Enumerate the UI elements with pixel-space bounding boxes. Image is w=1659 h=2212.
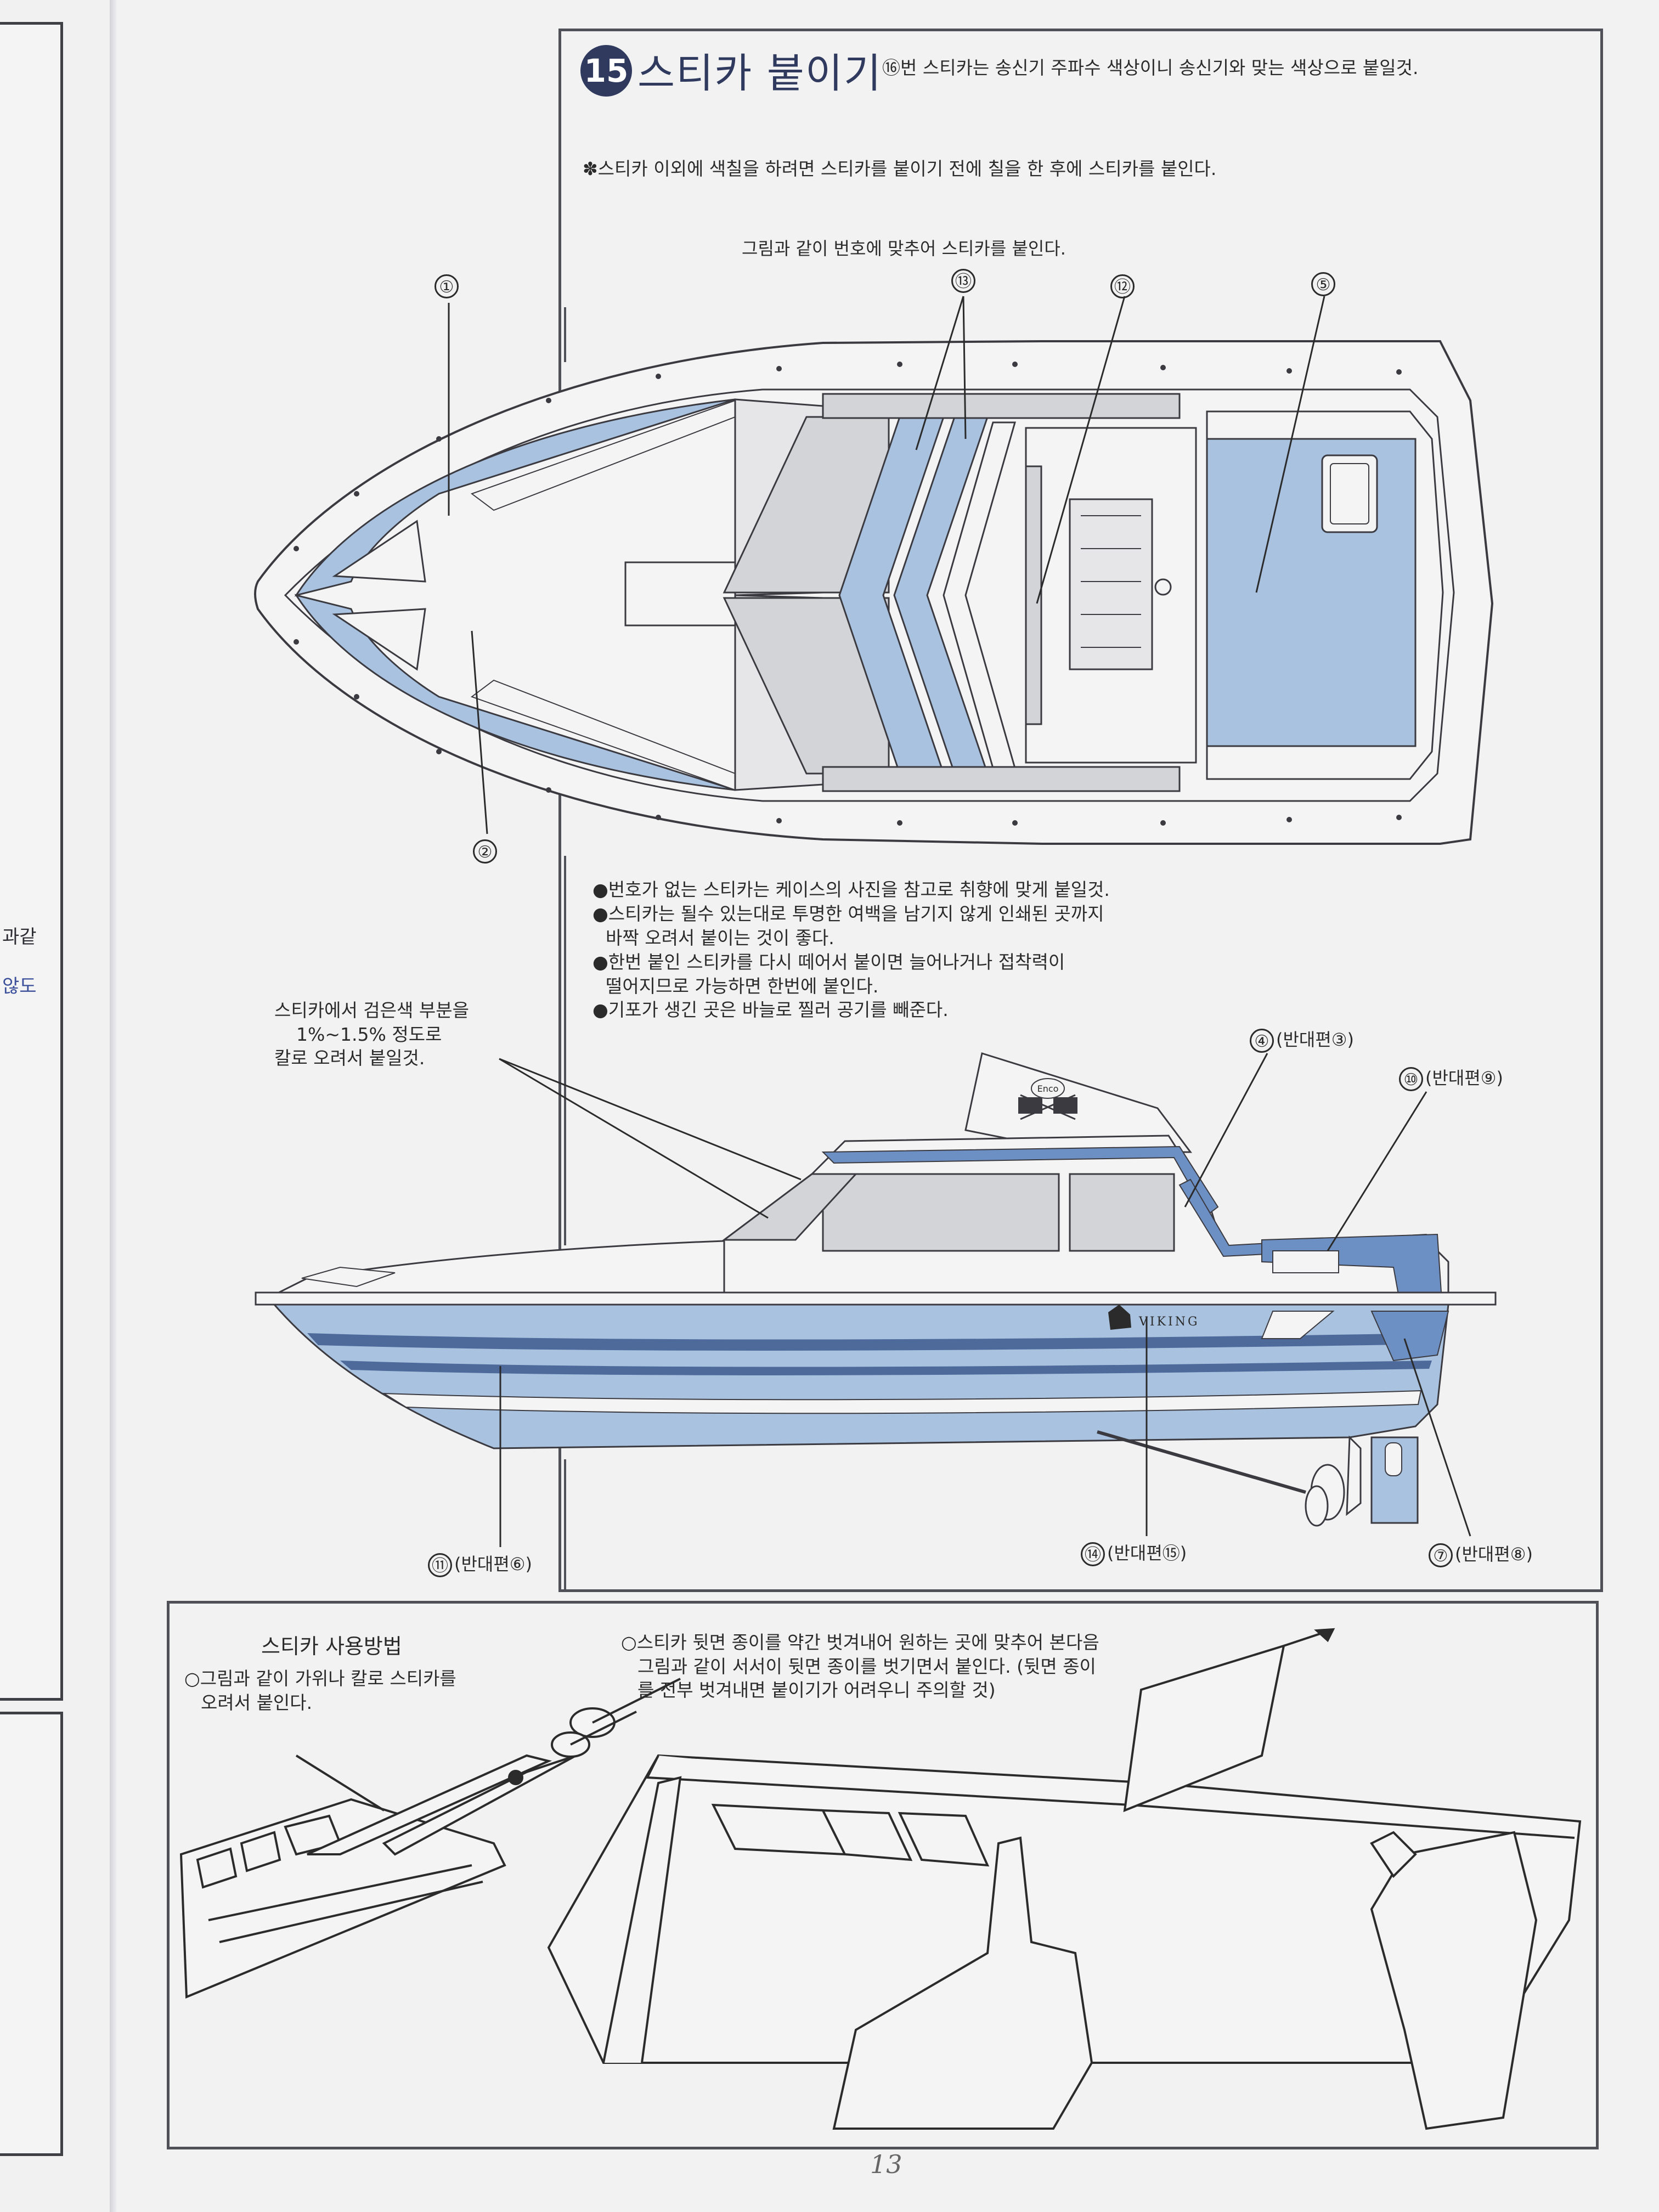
callout-14: ⑭(반대편⑮) [1081, 1539, 1187, 1566]
callout-10: ⑩(반대편⑨) [1399, 1064, 1503, 1091]
note-line: 바짝 오려서 붙이는 것이 좋다. [606, 927, 834, 949]
previous-page-edge: 과같 않도 [0, 0, 111, 2212]
callout-5: ⑤ [1311, 272, 1338, 296]
previous-page-box-upper [0, 22, 63, 1701]
match-number-note: 그림과 같이 번호에 맞추어 스티카를 붙인다. [742, 238, 1066, 259]
diagram-frame [558, 29, 1603, 1592]
note-line: ●기포가 생긴 곳은 바늘로 찔러 공기를 빼준다. [592, 999, 949, 1021]
previous-page-box-lower [0, 1712, 63, 2156]
previous-page-text: 않도 [2, 975, 37, 997]
howto-title: 스티카 사용방법 [261, 1634, 402, 1658]
page-number: 13 [870, 2149, 902, 2179]
step-number-badge: 15 [580, 45, 632, 97]
paint-note: ✽스티카 이외에 색칠을 하려면 스티카를 붙이기 전에 칠을 한 후에 스티카… [583, 158, 1217, 179]
note-line: ●번호가 없는 스티카는 케이스의 사진을 참고로 취향에 맞게 붙일것. [592, 879, 1110, 900]
step-title: 스티카 붙이기 [637, 50, 883, 97]
howto-frame [167, 1601, 1599, 2149]
howto-apply-instructions: ○스티카 뒷면 종이를 약간 벗겨내어 원하는 곳에 맞추어 본다음 그림과 같… [621, 1632, 1099, 1701]
note-line: 떨어지므로 가능하면 한번에 붙인다. [606, 975, 879, 997]
howto-cut-instructions: ○그림과 같이 가위나 칼로 스티카를 오려서 붙인다. [184, 1668, 456, 1713]
note-line: ●한번 붙인 스티카를 다시 떼어서 붙이면 늘어나거나 접착력이 [592, 951, 1065, 973]
trim-note: 스티카에서 검은색 부분을 1%~1.5% 정도로 칼로 오려서 붙일것. [274, 1000, 469, 1069]
note-line: ●스티카는 될수 있는대로 투명한 여백을 남기지 않게 인쇄된 곳까지 [592, 902, 1104, 924]
callout-11: ⑪(반대편⑥) [428, 1550, 532, 1577]
callout-13: ⑬ [951, 269, 978, 293]
sticker-notes: ●번호가 없는 스티카는 케이스의 사진을 참고로 취향에 맞게 붙일것. ●스… [592, 878, 1110, 1022]
previous-page-text: 과같 [2, 926, 37, 948]
callout-7: ⑦(반대편⑧) [1429, 1541, 1533, 1567]
callout-4: ④(반대편③) [1250, 1026, 1354, 1053]
frequency-sticker-note: ⑯번 스티카는 송신기 주파수 색상이니 송신기와 맞는 색상으로 붙일것. [882, 57, 1419, 78]
callout-2: ② [473, 839, 499, 864]
callout-1: ① [435, 274, 461, 298]
book-spine [110, 0, 117, 2212]
callout-12: ⑫ [1110, 274, 1137, 298]
